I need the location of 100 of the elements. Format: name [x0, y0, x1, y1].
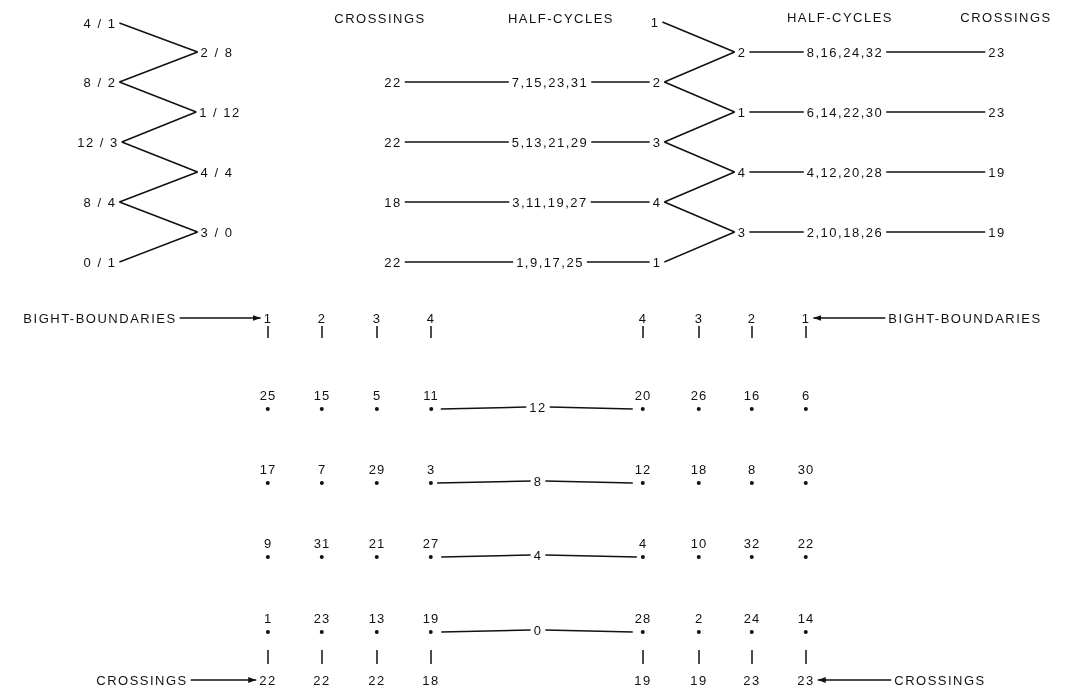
- number-label: 1: [649, 253, 665, 271]
- number-label: 25: [258, 389, 278, 403]
- number-label: 4: [734, 163, 750, 181]
- connector-line: [118, 171, 199, 203]
- number-label: 2: [316, 309, 328, 327]
- number-label: 22: [312, 671, 332, 689]
- number-label: 10: [689, 537, 709, 551]
- number-label: 1: [734, 103, 750, 121]
- connector-line: [663, 171, 736, 203]
- fraction-label: 0 / 1: [80, 253, 120, 271]
- number-label: 18: [689, 463, 709, 477]
- number-label: 17: [258, 463, 278, 477]
- number-label: 3: [734, 223, 750, 241]
- fraction-label: 4 / 4: [197, 163, 237, 181]
- number-label: 2: [693, 612, 705, 626]
- number-label: 16: [742, 389, 762, 403]
- number-label: 4: [637, 537, 649, 551]
- connector-line: [590, 81, 651, 83]
- number-label: 3,11,19,27: [509, 193, 591, 211]
- number-label: 9: [262, 537, 274, 551]
- number-label: 7,15,23,31: [508, 73, 592, 91]
- number-label: 2: [746, 309, 758, 327]
- number-label: 6: [800, 389, 812, 403]
- number-label: 8: [746, 463, 758, 477]
- number-label: 4: [530, 546, 546, 564]
- number-label: 11: [422, 389, 440, 403]
- column-header: CROSSINGS: [959, 8, 1053, 26]
- connector-line: [118, 51, 199, 83]
- connector-line: [663, 81, 736, 113]
- connector-line: [663, 51, 736, 83]
- number-label: 14: [796, 612, 816, 626]
- number-label: 4: [637, 309, 649, 327]
- number-label: 22: [381, 73, 405, 91]
- connector-line: [544, 480, 634, 484]
- connector-line: [549, 406, 634, 410]
- arrow: [190, 677, 257, 683]
- connector-line: [404, 201, 510, 203]
- number-label: 0: [530, 621, 546, 639]
- number-label: 4: [425, 309, 437, 327]
- connector-line: [748, 171, 805, 173]
- fraction-label: 8 / 4: [80, 193, 120, 211]
- connector-line: [663, 141, 736, 173]
- number-label: 1,9,17,25: [513, 253, 587, 271]
- connector-line: [440, 554, 532, 558]
- fraction-label: 8 / 2: [80, 73, 120, 91]
- number-label: 7: [316, 463, 328, 477]
- connector-line: [121, 111, 197, 143]
- connector-line: [118, 201, 199, 233]
- connector-line: [885, 51, 986, 53]
- number-label: 1: [262, 612, 274, 626]
- fraction-label: 3 / 0: [197, 223, 237, 241]
- number-label: 27: [421, 537, 441, 551]
- number-label: 3: [649, 133, 665, 151]
- number-label: 23: [312, 612, 332, 626]
- number-label: 2: [734, 43, 750, 61]
- number-label: 15: [312, 389, 332, 403]
- connector-line: [586, 261, 651, 263]
- connector-line: [404, 141, 510, 143]
- number-label: 2,10,18,26: [803, 223, 887, 241]
- connector-line: [590, 141, 651, 143]
- connector-line: [663, 111, 736, 143]
- arrow: [178, 315, 262, 321]
- number-label: 23: [794, 671, 818, 689]
- number-label: 22: [367, 671, 387, 689]
- fraction-label: 12 / 3: [74, 133, 122, 151]
- column-header: HALF-CYCLES: [506, 9, 616, 27]
- connector-line: [404, 261, 514, 263]
- number-label: 3: [425, 463, 437, 477]
- connector-line: [590, 201, 651, 203]
- connector-line: [118, 231, 199, 263]
- number-label: 12: [526, 398, 550, 416]
- caption-label: BIGHT-BOUNDARIES: [20, 309, 180, 327]
- number-label: 30: [796, 463, 816, 477]
- number-label: 5,13,21,29: [508, 133, 592, 151]
- number-label: 21: [367, 537, 387, 551]
- number-label: 19: [633, 671, 653, 689]
- number-label: 19: [421, 612, 441, 626]
- number-label: 23: [985, 103, 1009, 121]
- connector-line: [885, 111, 986, 113]
- number-label: 8,16,24,32: [803, 43, 887, 61]
- fraction-label: 4 / 1: [80, 14, 120, 32]
- number-label: 31: [312, 537, 332, 551]
- caption-label: CROSSINGS: [891, 671, 989, 689]
- connector-line: [748, 111, 805, 113]
- number-label: 18: [421, 671, 441, 689]
- connector-line: [885, 231, 986, 233]
- number-label: 20: [633, 389, 653, 403]
- number-label: 19: [985, 163, 1009, 181]
- number-label: 22: [381, 133, 405, 151]
- number-label: 29: [367, 463, 387, 477]
- number-label: 18: [381, 193, 405, 211]
- number-label: 4,12,20,28: [803, 163, 887, 181]
- connector-line: [118, 22, 199, 53]
- column-header: CROSSINGS: [333, 9, 427, 27]
- arrow: [812, 315, 887, 321]
- caption-label: BIGHT-BOUNDARIES: [885, 309, 1045, 327]
- connector-line: [404, 81, 510, 83]
- fraction-label: 2 / 8: [197, 43, 237, 61]
- number-label: 1: [260, 309, 276, 327]
- connector-line: [661, 21, 736, 53]
